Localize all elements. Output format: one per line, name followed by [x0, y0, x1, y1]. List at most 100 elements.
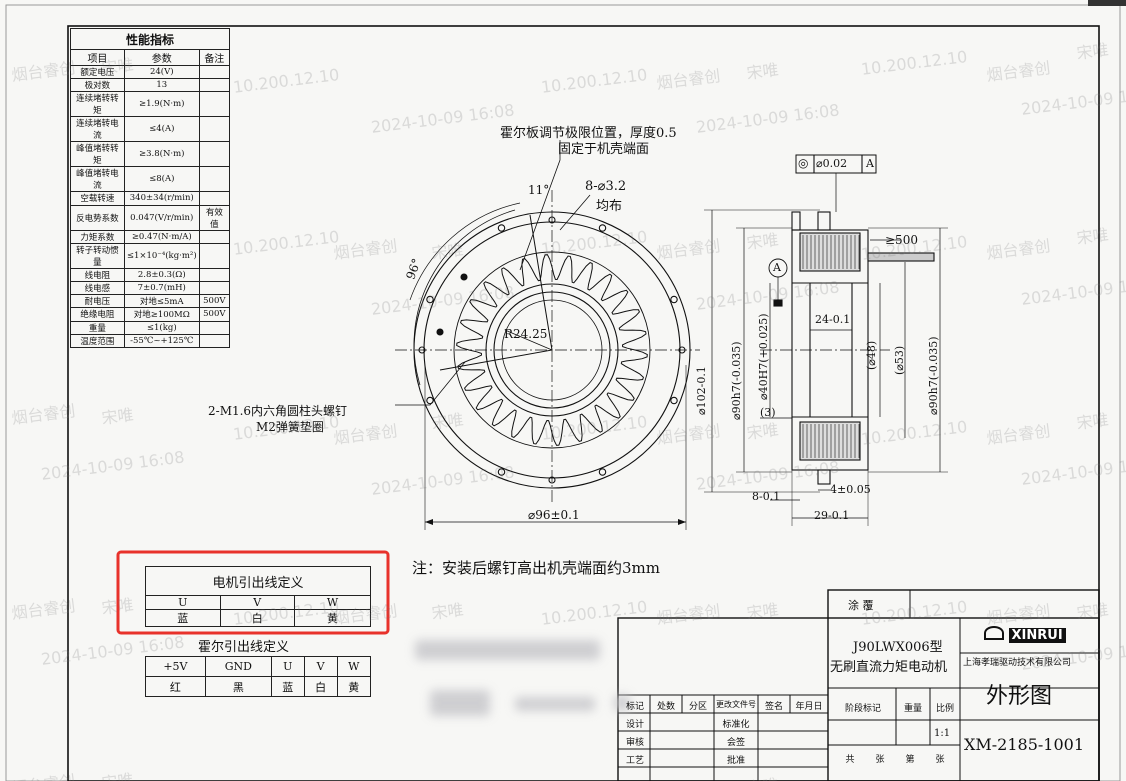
watermark-text: 宋唯 [1075, 410, 1110, 433]
watermark-text: 宋唯 [1075, 600, 1110, 623]
motor-wire-color: 黄 [294, 609, 371, 627]
model-label: J90LWX006型 [853, 640, 943, 655]
datum-label: A [773, 261, 781, 274]
dim-53: (⌀53) [893, 345, 906, 375]
perf-cell [198, 141, 231, 168]
install-note: 注：安装后螺钉高出机壳端面约3mm [412, 559, 660, 577]
perf-cell: ≤8(A) [123, 166, 200, 193]
perf-cell: 340±34(r/min) [123, 191, 200, 206]
hall-wire-label: U [270, 656, 305, 677]
row-label: 工艺 [625, 756, 644, 766]
watermark-text: 2024-10-09 16:08 [370, 100, 516, 137]
dim-40H7: ⌀40H7(+0.025) [757, 313, 770, 400]
perf-cell: 极对数 [70, 78, 125, 93]
hall-wire-color: 红 [145, 676, 206, 697]
dim-90h7-right: ⌀90h7(-0.035) [927, 336, 940, 416]
watermark-text: 宋唯 [100, 405, 135, 428]
drawing-name: 外形图 [986, 684, 1053, 709]
coating-label: 涂 覆 [848, 599, 874, 612]
perf-cell [198, 78, 231, 93]
mounting-hole [548, 216, 556, 224]
watermark-text: 宋唯 [100, 766, 135, 781]
mid-label: 标准化 [722, 720, 750, 730]
sheet-total: 共 [845, 755, 855, 765]
perf-cell [198, 191, 231, 206]
hall-wire-title: 霍尔引出线定义 [198, 640, 290, 655]
perf-cell: 空载转速 [70, 191, 125, 206]
mounting-hole [670, 295, 678, 304]
hall-wire-color: 蓝 [270, 676, 305, 697]
watermark-text: 宋唯 [100, 55, 135, 78]
watermark-text: 10.200.12.10 [232, 64, 341, 97]
mounting-hole [497, 224, 506, 232]
perf-cell: ≤4(A) [123, 116, 200, 143]
perf-row: 峰值堵转电流≤8(A) [70, 166, 231, 193]
watermark-text: 宋唯 [745, 230, 780, 253]
perf-cell: 有效值 [198, 204, 231, 231]
perf-cell: 峰值堵转电流 [70, 166, 125, 193]
rev-header: 处数 [656, 702, 675, 712]
watermark-text: 烟台睿创 [655, 601, 722, 628]
gdt-datum-ref: A [866, 157, 874, 170]
mounting-hole [426, 396, 434, 405]
watermark-text: 宋唯 [745, 600, 780, 623]
perf-row: 转子转动惯量≤1×10⁻⁴(kg·m²) [70, 242, 231, 269]
perf-cell: 耐电压 [70, 294, 125, 309]
perf-cell [198, 166, 231, 193]
sheet-word: 张 [875, 755, 885, 765]
mid-label: 批准 [726, 756, 745, 766]
watermark-text: 2024-10-09 16:08 [1020, 452, 1126, 489]
mounting-hole [670, 396, 678, 405]
hall-note-1: 霍尔板调节极限位置，厚度0.5 [500, 126, 677, 141]
perf-cell: 转子转动惯量 [70, 242, 125, 269]
brand-logo: XINRUI [984, 626, 1066, 643]
perf-cell: ≥0.47(N·m/A) [123, 229, 200, 244]
perf-cell: 500V [198, 294, 231, 309]
watermark-text: 10.200.12.10 [540, 596, 649, 629]
perf-cell: 线电感 [70, 280, 125, 296]
perf-cell: ≤1×10⁻⁴(kg·m²) [123, 242, 200, 269]
watermark-text: 烟台睿创 [985, 421, 1052, 448]
rev-header: 更改文件号 [716, 700, 756, 709]
row-label: 设计 [625, 720, 644, 730]
perf-cell [198, 64, 231, 80]
rev-header: 标记 [625, 702, 644, 712]
mounting-hole [418, 346, 426, 354]
hall-wire-label: V [303, 656, 338, 677]
perf-table-title: 性能指标 [70, 28, 230, 50]
angle-11: 11° [528, 183, 550, 197]
perf-row: 连续堵转电流≤4(A) [70, 116, 231, 143]
stage-header: 比例 [935, 704, 954, 714]
watermark-text: 宋唯 [745, 420, 780, 443]
hall-wire-color: 白 [303, 676, 338, 697]
perf-cell [198, 242, 231, 269]
rev-header: 年月日 [795, 702, 823, 712]
watermark-text: 宋唯 [430, 600, 465, 623]
dim-4: 4±0.05 [830, 483, 871, 496]
perf-row: 温度范围-55℃~+125℃ [70, 333, 231, 348]
row-label: 审核 [625, 738, 644, 748]
hall-wire-color: 黑 [204, 676, 272, 697]
watermark-text: 烟台睿创 [985, 601, 1052, 628]
perf-cell [198, 280, 231, 296]
perf-header: 备注 [198, 49, 231, 66]
hall-wire-table: +5V GND U V W 红 黑 蓝 白 黄 [145, 656, 371, 697]
mounting-hole [598, 224, 607, 232]
perf-cell: 7±0.7(mH) [123, 280, 200, 296]
gdt-symbol: ◎ [798, 156, 809, 170]
brand-name: XINRUI [1008, 628, 1066, 643]
watermark-text: 烟台睿创 [655, 66, 722, 93]
motor-wire-table: 电机引出线定义 U V W 蓝 白 黄 [145, 566, 371, 627]
drawing-number: XM-2185-1001 [964, 735, 1085, 754]
watermark-text: 2024-10-09 16:08 [695, 100, 841, 137]
product-name: 无刷直流力矩电动机 [830, 660, 948, 675]
perf-cell: 连续堵转转矩 [70, 91, 125, 118]
watermark-text: 10.200.12.10 [860, 46, 969, 79]
